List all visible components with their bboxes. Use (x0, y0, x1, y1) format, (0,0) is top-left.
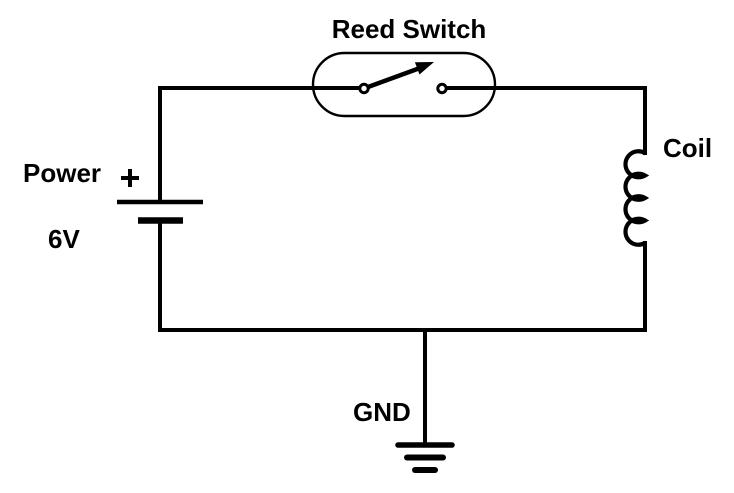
switch-contact-left (358, 82, 370, 95)
switch-blade (367, 65, 421, 90)
reed-switch-symbol (311, 51, 497, 118)
voltage-label: 6V (48, 224, 80, 254)
wires (158, 86, 647, 446)
battery-polarity-plus-icon (121, 169, 139, 187)
coil-symbol (623, 149, 650, 247)
power-label: Power (23, 158, 101, 188)
switch-contact-right (436, 82, 448, 95)
reed-switch-label: Reed Switch (332, 14, 487, 44)
switch-blade-arrowhead-icon (414, 62, 434, 75)
coil-winding (623, 149, 650, 247)
battery-symbol (117, 169, 203, 224)
reed-switch-envelope (311, 51, 497, 118)
ground-label: GND (353, 397, 411, 427)
ground-symbol (395, 442, 455, 473)
coil-label: Coil (663, 133, 712, 163)
